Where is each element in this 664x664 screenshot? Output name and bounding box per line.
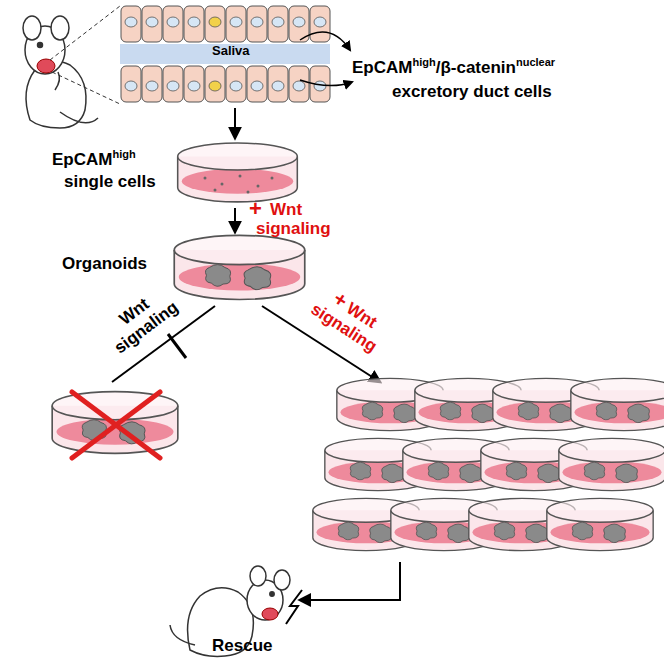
step-label: Organoids — [62, 254, 147, 274]
label-text: Wnt — [270, 200, 302, 219]
label-text: single cells — [64, 172, 156, 191]
treatment-label: +Wntsignaling — [307, 279, 393, 356]
cell-type-label: excretory duct cells — [392, 82, 552, 102]
label-text: EpCAM — [352, 58, 412, 77]
cell-type-label: EpCAMhigh/β-cateninnuclear — [352, 58, 555, 78]
label-text: EpCAM — [52, 150, 112, 169]
label-text: Organoids — [62, 254, 147, 273]
superscript: high — [112, 148, 135, 160]
treatment-sign: + — [249, 196, 262, 221]
label-text: + — [249, 196, 262, 221]
label-text: signaling — [256, 219, 331, 238]
treatment-label: Wnt — [270, 200, 302, 220]
superscript: nuclear — [516, 56, 555, 68]
label-text: excretory duct cells — [392, 82, 552, 101]
duct-lumen-label: Saliva — [212, 44, 250, 59]
outcome-label: Rescue — [212, 636, 272, 656]
label-text: Saliva — [212, 43, 250, 58]
step-label: EpCAMhigh — [52, 150, 136, 170]
inhibitor-label: Wntsignaling — [98, 282, 181, 358]
step-label: single cells — [64, 172, 156, 192]
treatment-label: signaling — [256, 219, 331, 239]
label-text: Rescue — [212, 636, 272, 655]
superscript: high — [412, 56, 435, 68]
label-text: /β-catenin — [436, 58, 516, 77]
